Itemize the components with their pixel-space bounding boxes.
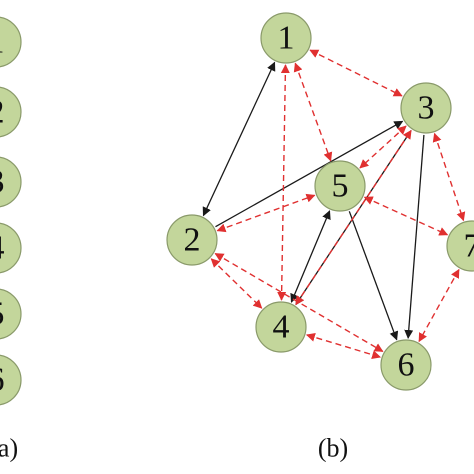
right-node-6: 6 — [380, 339, 432, 391]
left-node-label: 5 — [0, 296, 5, 333]
right-node-circle — [260, 12, 312, 64]
edge-n3-n6 — [404, 134, 425, 339]
edge-n1-n3 — [309, 49, 403, 97]
left-node-1: 1 — [0, 16, 22, 68]
right-node-label: 7 — [464, 228, 474, 265]
edge-n2-n5 — [216, 193, 316, 233]
left-node-5: 5 — [0, 288, 22, 340]
edge-n1-n5 — [293, 62, 333, 162]
right-node-7: 7 — [446, 220, 474, 272]
right-node-5: 5 — [314, 160, 366, 212]
edge-n7-n6 — [418, 268, 460, 343]
right-node-circle — [255, 301, 307, 353]
left-node-label: 1 — [0, 24, 5, 61]
edge-n5-n6 — [348, 211, 399, 341]
left-node-circle — [0, 222, 22, 274]
left-node-label: 4 — [0, 230, 5, 267]
left-node-6: 6 — [0, 354, 22, 406]
panel-label-b: (b) — [318, 434, 348, 463]
right-node-circle — [380, 339, 432, 391]
edge-n3-n7 — [432, 132, 466, 222]
right-node-circle — [166, 214, 218, 266]
left-node-circle — [0, 288, 22, 340]
right-node-label: 3 — [418, 90, 435, 127]
right-node-2: 2 — [166, 214, 218, 266]
edge-n4-n3 — [295, 129, 412, 306]
left-node-circle — [0, 156, 22, 208]
left-panel-nodes: 1 2 3 4 5 6 — [0, 16, 22, 406]
left-node-circle — [0, 86, 22, 138]
right-node-3: 3 — [400, 82, 452, 134]
right-panel-nodes: 1 2 3 4 5 6 7 — [166, 12, 474, 391]
right-node-circle — [314, 160, 366, 212]
right-node-4: 4 — [255, 301, 307, 353]
edge-n5-n4 — [290, 210, 331, 303]
edge-n2-n3 — [215, 120, 404, 228]
left-node-4: 4 — [0, 222, 22, 274]
right-node-label: 5 — [332, 168, 349, 205]
right-node-label: 4 — [273, 309, 290, 346]
right-node-circle — [446, 220, 474, 272]
left-node-label: 2 — [0, 94, 5, 131]
edge-n1-n4 — [277, 64, 290, 301]
left-node-circle — [0, 16, 22, 68]
edge-n5-n7 — [363, 196, 449, 236]
right-node-1: 1 — [260, 12, 312, 64]
left-node-circle — [0, 354, 22, 406]
left-node-label: 3 — [0, 164, 5, 201]
right-node-label: 6 — [398, 347, 415, 384]
panel-label-a: a) — [0, 434, 18, 463]
left-node-3: 3 — [0, 156, 22, 208]
right-node-label: 1 — [278, 20, 295, 57]
edge-n4-n6 — [305, 332, 382, 360]
edge-n1-n2 — [202, 61, 276, 217]
right-node-circle — [400, 82, 452, 134]
left-node-label: 6 — [0, 362, 5, 399]
left-node-2: 2 — [0, 86, 22, 138]
right-node-label: 2 — [184, 222, 201, 259]
edges-layer — [202, 49, 466, 360]
